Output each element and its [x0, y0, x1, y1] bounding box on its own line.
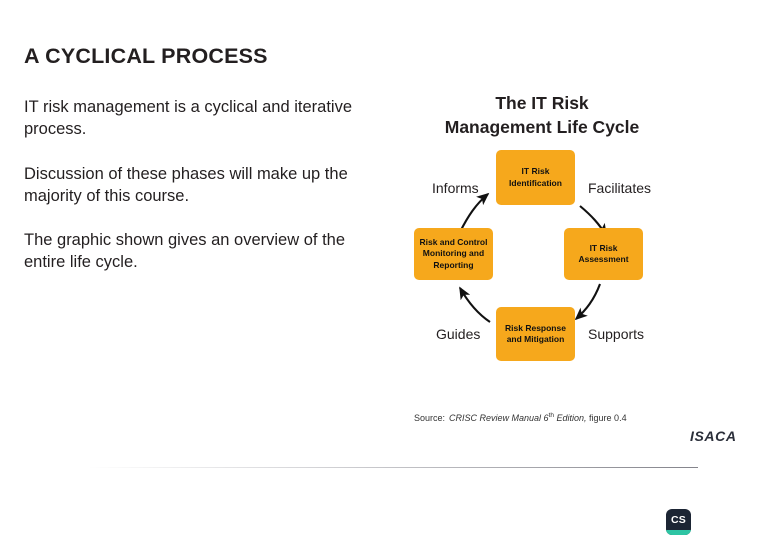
life-cycle-diagram: The IT Risk Management Life Cycle IT Ris…: [392, 92, 692, 392]
cycle-box-line: and Mitigation: [506, 334, 565, 344]
diagram-title-line-1: The IT Risk: [495, 93, 589, 113]
cycle-box-line: Risk and Control: [419, 236, 488, 247]
cycle-box-line: Risk Response: [505, 322, 566, 333]
edge-label-guides: Guides: [436, 326, 481, 342]
cycle-box-line: Monitoring and: [422, 248, 485, 259]
cycle-box-line: IT Risk: [521, 166, 550, 177]
page-title: A CYCLICAL PROCESS: [24, 44, 268, 68]
arrow-guides: [459, 286, 491, 323]
edge-label-facilitates: Facilitates: [588, 180, 652, 196]
cycle-box-risk-response-and-mitigation[interactable]: Risk Response and Mitigation: [496, 307, 575, 361]
cycle-box-line: Assessment: [578, 254, 629, 264]
source-label: Source:: [414, 413, 446, 423]
source-title-tail: Edition,: [554, 413, 587, 423]
isaca-logo: ISACA: [690, 428, 737, 444]
footer-divider: [88, 467, 698, 468]
cycle-box-line: IT Risk: [589, 242, 618, 253]
cycle-box-it-risk-identification[interactable]: IT Risk Identification: [496, 150, 575, 205]
body-paragraph-2: Discussion of these phases will make up …: [24, 164, 348, 205]
edge-label-supports: Supports: [588, 326, 645, 342]
source-title: CRISC Review Manual 6: [449, 413, 549, 423]
cycle-box-it-risk-assessment[interactable]: IT Risk Assessment: [564, 228, 643, 280]
arrow-supports: [574, 283, 601, 321]
cycle-box-line: Identification: [509, 177, 562, 188]
cycle-box-risk-and-control-monitoring-and-reporting[interactable]: Risk and Control Monitoring and Reportin…: [414, 228, 493, 280]
cycle-box-line: Reporting: [433, 259, 474, 270]
body-paragraph-1: IT risk management is a cyclical and ite…: [24, 98, 352, 139]
arrow-informs: [459, 192, 490, 233]
source-figure: figure 0.4: [589, 413, 627, 423]
source-citation: Source:CRISC Review Manual 6th Edition, …: [414, 412, 627, 423]
edge-label-informs: Informs: [432, 180, 479, 196]
source-ordinal: th: [548, 412, 554, 419]
body-paragraph-3: The graphic shown gives an overview of t…: [24, 231, 346, 272]
cs-badge-accent-bar: [666, 530, 691, 535]
cs-badge-text: CS: [671, 513, 686, 526]
cs-badge-logo: CS: [666, 509, 691, 535]
diagram-title-line-2: Management Life Cycle: [444, 116, 640, 137]
body-copy: IT risk management is a cyclical and ite…: [24, 96, 364, 274]
diagram-title: The IT Risk Management Life Cycle: [392, 92, 692, 139]
